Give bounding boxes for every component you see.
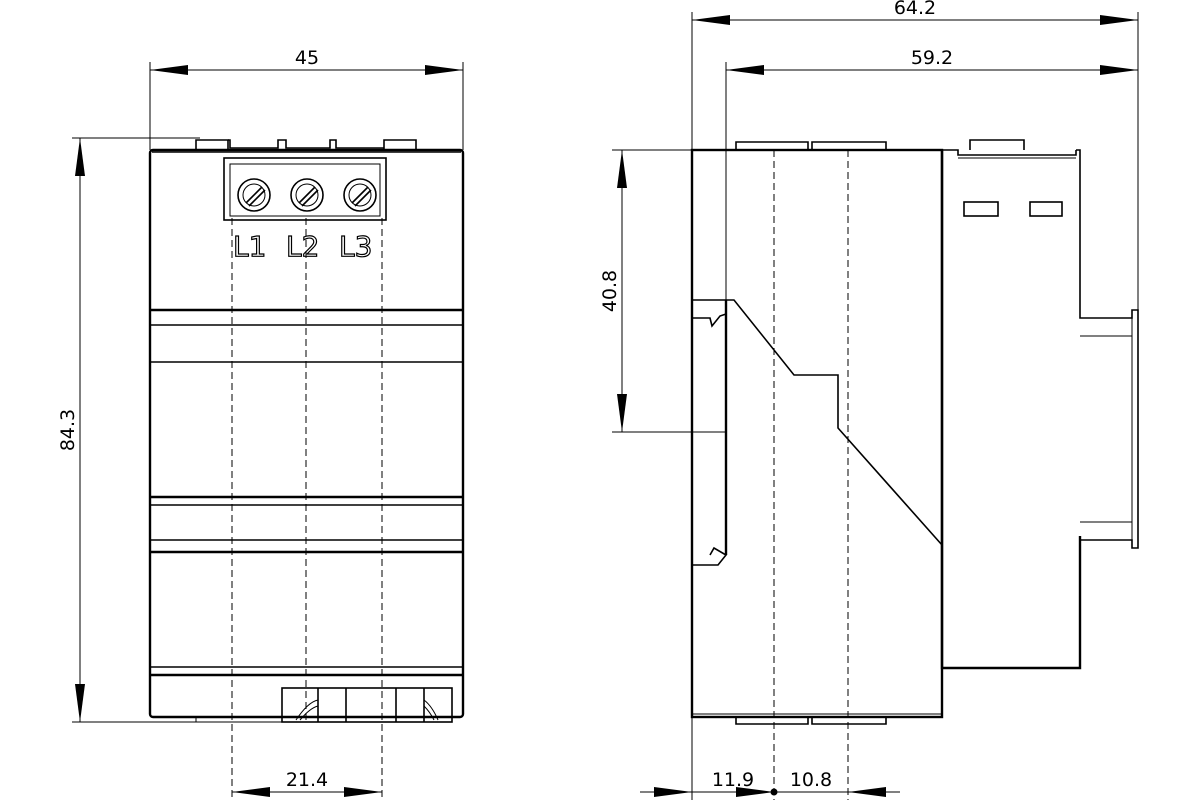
dim-height-40-8: 40.8 bbox=[599, 270, 621, 312]
front-view: L1 L2 L3 45 bbox=[57, 47, 465, 800]
dim-offset-11-9: 11.9 bbox=[712, 769, 754, 791]
terminal-label-l3: L3 bbox=[339, 230, 372, 263]
dim-pitch-21-4: 21.4 bbox=[286, 769, 328, 791]
dim-depth-64-2: 64.2 bbox=[894, 0, 936, 19]
screw-l2 bbox=[290, 178, 324, 212]
dim-depth-59-2: 59.2 bbox=[911, 47, 953, 69]
dim-height-84-3: 84.3 bbox=[57, 409, 79, 451]
screw-l1 bbox=[237, 178, 271, 212]
terminal-label-l2: L2 bbox=[286, 230, 319, 263]
side-view: 64.2 59.2 40.8 11.9 10.8 bbox=[599, 0, 1139, 800]
screw-l3 bbox=[343, 178, 377, 212]
dim-offset-10-8: 10.8 bbox=[790, 769, 832, 791]
terminal-label-l1: L1 bbox=[233, 230, 266, 263]
dim-width-45: 45 bbox=[295, 47, 319, 69]
